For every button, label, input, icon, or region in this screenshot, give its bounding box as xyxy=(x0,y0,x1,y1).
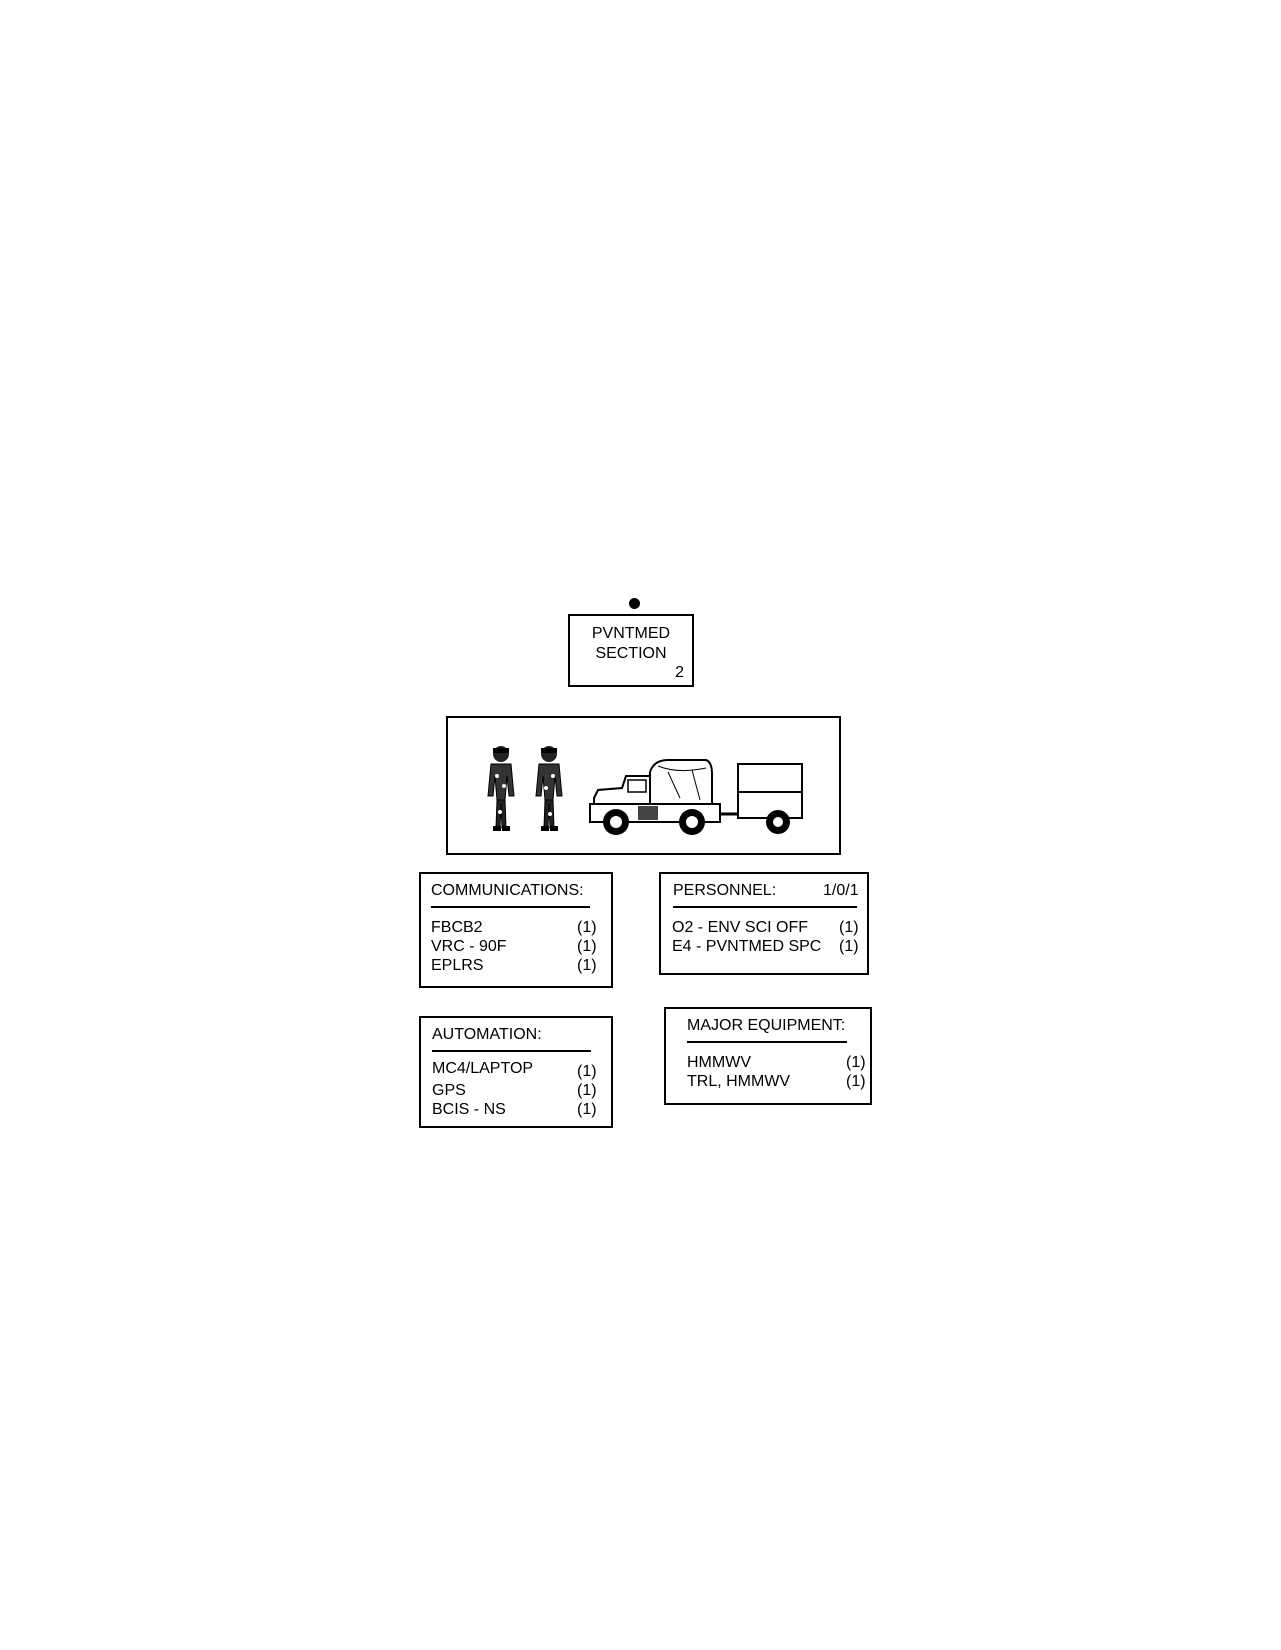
personnel-item-name: O2 - ENV SCI OFF xyxy=(672,919,809,936)
communications-item-name: EPLRS xyxy=(431,957,484,974)
automation-title: AUTOMATION: xyxy=(432,1026,542,1043)
automation-item-qty: (1) xyxy=(577,1101,597,1118)
trailer-icon xyxy=(730,763,803,834)
major-equipment-item-qty: (1) xyxy=(846,1073,866,1090)
automation-item-name: BCIS - NS xyxy=(432,1101,506,1118)
automation-item-name: GPS xyxy=(432,1082,466,1099)
personnel-item-qty: (1) xyxy=(839,938,859,955)
personnel-title: PERSONNEL: xyxy=(673,882,777,899)
major-equipment-box: MAJOR EQUIPMENT: HMMWV (1) TRL, HMMWV (1… xyxy=(664,1007,872,1105)
unit-name-line2: SECTION xyxy=(595,645,667,662)
automation-item-name: MC4/LAPTOP xyxy=(432,1060,534,1077)
major-equipment-title: MAJOR EQUIPMENT: xyxy=(687,1017,846,1034)
automation-item-qty: (1) xyxy=(577,1082,597,1099)
communications-item-qty: (1) xyxy=(577,919,597,936)
communications-item-qty: (1) xyxy=(577,957,597,974)
personnel-item-name: E4 - PVNTMED SPC xyxy=(672,938,822,955)
automation-item-qty: (1) xyxy=(577,1063,597,1080)
personnel-divider xyxy=(673,906,857,908)
personnel-item-qty: (1) xyxy=(839,919,859,936)
major-equipment-item-name: TRL, HMMWV xyxy=(687,1073,791,1090)
automation-box: AUTOMATION: MC4/LAPTOP (1) GPS (1) BCIS … xyxy=(419,1016,613,1128)
communications-item-qty: (1) xyxy=(577,938,597,955)
major-equipment-item-name: HMMWV xyxy=(687,1054,751,1071)
communications-divider xyxy=(431,906,590,908)
personnel-box: PERSONNEL: 1/0/1 O2 - ENV SCI OFF (1) E4… xyxy=(659,872,869,975)
communications-title: COMMUNICATIONS: xyxy=(431,882,584,899)
unit-number: 2 xyxy=(675,664,684,681)
automation-divider xyxy=(432,1050,591,1052)
hmmwv-vehicle-icon xyxy=(589,759,738,835)
major-equipment-divider xyxy=(687,1041,847,1043)
personnel-strength: 1/0/1 xyxy=(823,882,859,899)
unit-name-line1: PVNTMED xyxy=(591,625,671,642)
unit-size-dot-icon xyxy=(629,598,640,609)
soldier-figure-icon xyxy=(535,746,563,831)
communications-box: COMMUNICATIONS: FBCB2 (1) VRC - 90F (1) … xyxy=(419,872,613,988)
communications-item-name: VRC - 90F xyxy=(431,938,507,955)
communications-item-name: FBCB2 xyxy=(431,919,483,936)
unit-box: PVNTMED SECTION 2 xyxy=(568,614,694,687)
major-equipment-item-qty: (1) xyxy=(846,1054,866,1071)
soldier-figure-icon xyxy=(487,746,515,831)
illustration-panel xyxy=(446,716,841,855)
